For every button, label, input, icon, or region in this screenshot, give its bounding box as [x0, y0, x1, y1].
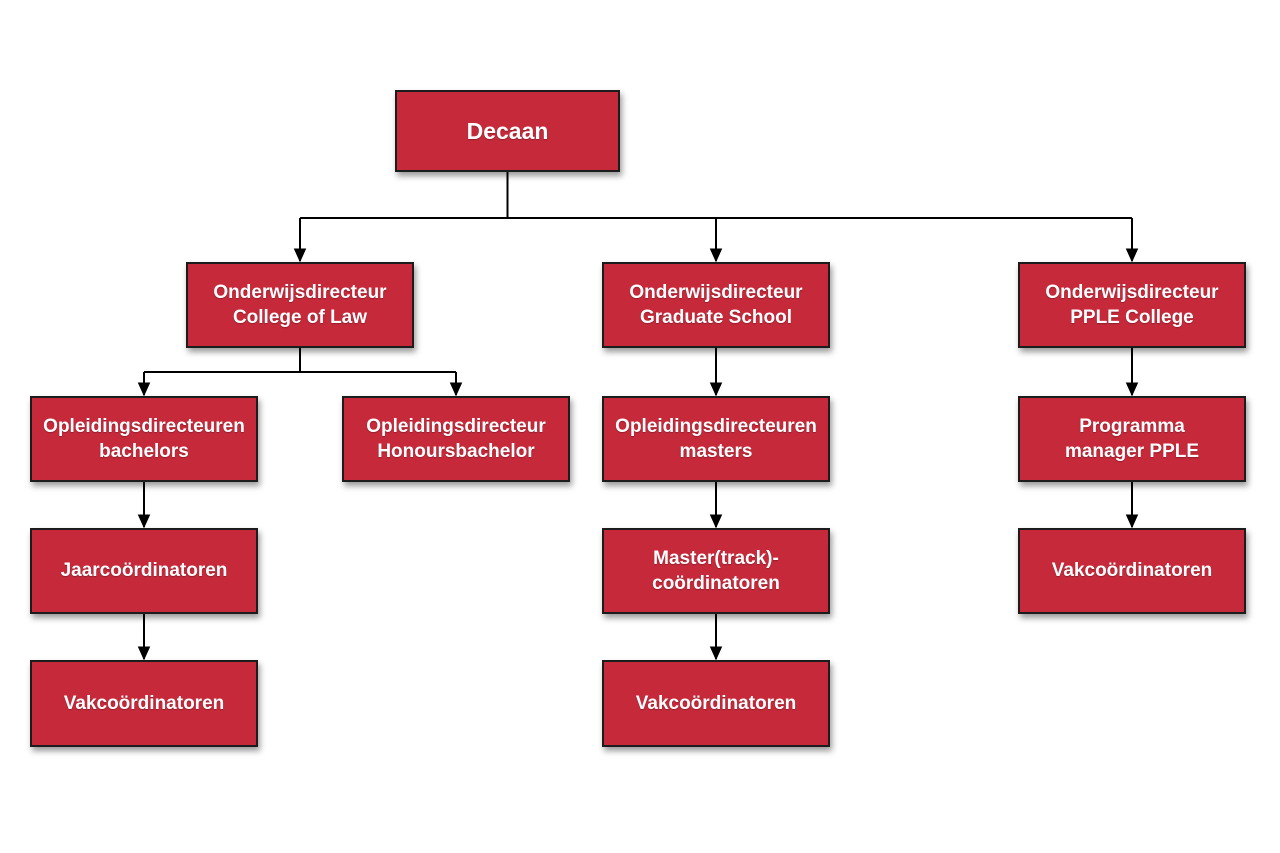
org-node-label: Vakcoördinatoren: [1051, 560, 1213, 582]
org-node-label: Jaarcoördinatoren: [60, 560, 228, 582]
org-node-bach: Opleidingsdirecteuren bachelors: [30, 396, 258, 482]
org-node-mtrack: Master(track)- coördinatoren: [602, 528, 830, 614]
org-node-prog: Programma manager PPLE: [1018, 396, 1246, 482]
org-node-law: Onderwijsdirecteur College of Law: [186, 262, 414, 348]
org-node-label: Master(track)- coördinatoren: [652, 547, 780, 594]
org-node-honours: Opleidingsdirecteur Honoursbachelor: [342, 396, 570, 482]
org-node-label: Programma manager PPLE: [1064, 415, 1200, 462]
org-node-label: Onderwijsdirecteur College of Law: [213, 281, 387, 328]
org-node-label: Onderwijsdirecteur PPLE College: [1045, 281, 1219, 328]
org-node-label: Vakcoördinatoren: [635, 692, 797, 714]
org-node-vak-pple: Vakcoördinatoren: [1018, 528, 1246, 614]
org-node-label: Onderwijsdirecteur Graduate School: [629, 281, 803, 328]
org-node-decaan: Decaan: [395, 90, 620, 172]
org-node-vak-masters: Vakcoördinatoren: [602, 660, 830, 747]
org-node-jaar: Jaarcoördinatoren: [30, 528, 258, 614]
org-node-label: Opleidingsdirecteuren masters: [615, 415, 817, 462]
org-node-label: Opleidingsdirecteur Honoursbachelor: [366, 415, 546, 462]
org-node-masters: Opleidingsdirecteuren masters: [602, 396, 830, 482]
org-node-label: Decaan: [466, 117, 549, 144]
org-node-label: Vakcoördinatoren: [63, 692, 225, 714]
org-node-label: Opleidingsdirecteuren bachelors: [43, 415, 245, 462]
org-node-pple: Onderwijsdirecteur PPLE College: [1018, 262, 1246, 348]
org-node-gs: Onderwijsdirecteur Graduate School: [602, 262, 830, 348]
org-node-vak-bach: Vakcoördinatoren: [30, 660, 258, 747]
